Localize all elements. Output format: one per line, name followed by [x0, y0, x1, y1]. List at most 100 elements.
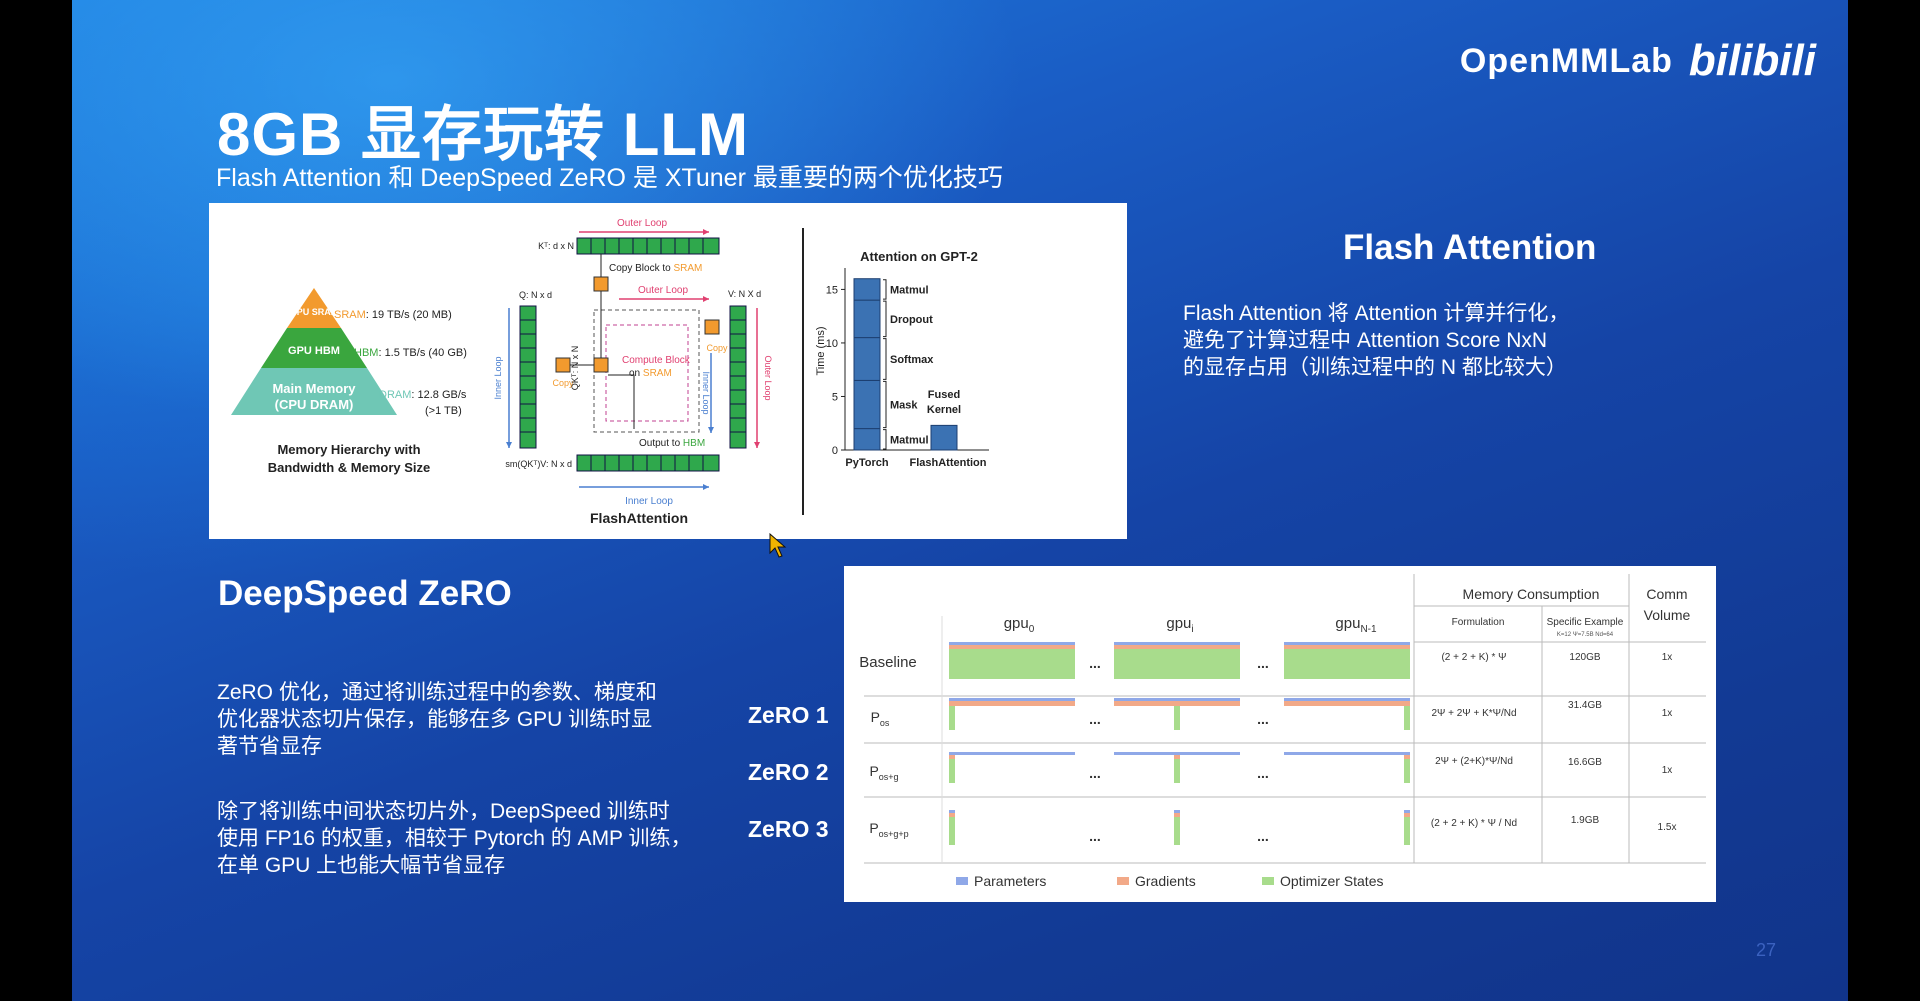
row-baseline-label: Baseline [859, 654, 917, 671]
hbm-bandwidth-label: HBM: 1.5 TB/s (40 GB) [354, 347, 467, 359]
bar-segment [853, 428, 881, 451]
x-category-label: PyTorch [845, 457, 888, 469]
inner-loop-bottom-label: Inner Loop [625, 496, 673, 507]
bar-segment [853, 278, 881, 301]
segment-label: Matmul [890, 284, 929, 296]
y-tick-label: 15 [826, 284, 838, 296]
bar-segment [853, 337, 881, 381]
row-pos-label: Pos [871, 709, 890, 728]
flashattention-tiling-diagram: Outer Loop Kᵀ: d x N Copy Block to SRAM … [493, 218, 773, 526]
ellipsis: ... [1257, 655, 1269, 671]
mouse-cursor-icon [769, 533, 787, 558]
output-to-hbm-label: Output to HBM [639, 438, 705, 449]
flash-attention-figure: GPU SRAM GPU HBM Main Memory (CPU DRAM) … [209, 203, 1127, 539]
deepspeed-paragraph-2: 除了将训练中间状态切片外，DeepSpeed 训练时 使用 FP16 的权重，相… [217, 798, 692, 879]
kt-matrix [576, 237, 720, 255]
specific-example-params: K=12 Ψ=7.5B Nd=64 [1557, 632, 1614, 638]
ellipsis: ... [1257, 765, 1269, 781]
bar-segment [853, 299, 881, 339]
q-matrix-label: Q: N x d [519, 290, 552, 300]
output-matrix [576, 454, 720, 472]
segment-bracket [883, 429, 887, 450]
baseline-comm: 1x [1662, 652, 1673, 663]
segment-label: Matmul [890, 434, 929, 446]
inner-loop-left-label: Inner Loop [493, 356, 503, 399]
ellipsis: ... [1089, 828, 1101, 844]
fused-label-1: Fused [928, 389, 960, 401]
hierarchy-caption-2: Bandwidth & Memory Size [268, 460, 431, 475]
flash-attention-heading: Flash Attention [1343, 228, 1597, 267]
pos-bars [949, 698, 1410, 730]
deepspeed-paragraph-1: ZeRO 优化，通过将训练过程中的参数、梯度和 优化器状态切片保存，能够在多 G… [217, 679, 657, 760]
baseline-bars [949, 642, 1410, 679]
ellipsis: ... [1089, 765, 1101, 781]
legend-gradients: Gradients [1135, 873, 1196, 889]
fa-desc-line-3: 的显存占用（训练过程中的 N 都比较大） [1183, 356, 1567, 379]
comm-volume-header-1: Comm [1646, 586, 1687, 602]
ellipsis: ... [1089, 655, 1101, 671]
posgp-comm: 1.5x [1658, 822, 1677, 833]
ellipsis: ... [1089, 711, 1101, 727]
bilibili-logo: bilibili [1688, 36, 1816, 85]
v-copy-label: Copy [706, 343, 728, 353]
specific-example-header: Specific Example [1547, 617, 1624, 628]
v-matrix-label: V: N X d [728, 289, 761, 299]
kt-block-sram [593, 276, 609, 292]
posg-bars [949, 752, 1410, 783]
segment-bracket [883, 380, 887, 429]
baseline-example: 120GB [1569, 652, 1600, 663]
segment-bracket [883, 279, 887, 300]
flash-attention-description: Flash Attention 将 Attention 计算并行化， 避免了计算… [1183, 300, 1653, 381]
legend-gradients-swatch [1117, 877, 1129, 885]
zero-stage-2-label: ZeRO 2 [748, 759, 829, 785]
attention-gpt2-chart: Attention on GPT-2 Time (ms) 051015Matmu… [815, 249, 989, 469]
segment-bracket [883, 300, 887, 338]
posgp-bars [949, 810, 1410, 845]
pos-example: 31.4GB [1568, 700, 1602, 711]
posg-comm: 1x [1662, 765, 1673, 776]
pyramid-dram-text-2: (CPU DRAM) [275, 397, 354, 412]
chart-title: Attention on GPT-2 [860, 249, 978, 264]
zero-legend: Parameters Gradients Optimizer States [956, 873, 1383, 889]
chart-y-axis-label: Time (ms) [815, 326, 827, 375]
q-copy-label: Copy [552, 378, 574, 388]
on-sram-label: on SRAM [629, 368, 672, 379]
page-number: 27 [1755, 940, 1776, 960]
compute-block-label: Compute Block [622, 355, 691, 366]
q-block-sram [555, 357, 571, 373]
fused-label-2: Kernel [927, 404, 961, 416]
zero-diagram: gpu0 gpui gpuN-1 Memory Consumption Comm… [859, 574, 1706, 889]
hierarchy-caption-1: Memory Hierarchy with [277, 442, 420, 457]
bar-segment [853, 379, 881, 430]
ellipsis: ... [1257, 828, 1269, 844]
y-tick-label: 0 [832, 445, 838, 457]
flashattention-caption: FlashAttention [590, 510, 688, 526]
copy-block-label: Copy Block to SRAM [609, 263, 702, 274]
gpu-n-header: gpuN-1 [1335, 615, 1377, 635]
inner-loop-right-label: Inner Loop [701, 371, 711, 414]
legend-parameters-swatch [956, 877, 968, 885]
posgp-formula: (2 + 2 + K) * Ψ / Nd [1431, 818, 1517, 829]
posg-formula: 2Ψ + (2+K)*Ψ/Nd [1435, 756, 1513, 767]
pyramid-sram-tier [287, 288, 341, 328]
brand-logos: OpenMMLab bilibili [1460, 36, 1816, 86]
outer-loop-side-label: Outer Loop [763, 355, 773, 400]
dram-bandwidth-label: DRAM: 12.8 GB/s [379, 389, 467, 401]
slide-title: 8GB 显存玩转 LLM [217, 101, 749, 168]
zero-memory-table: gpu0 gpui gpuN-1 Memory Consumption Comm… [844, 566, 1716, 902]
ds-p2-line-3: 在单 GPU 上也能大幅节省显存 [217, 854, 506, 877]
segment-bracket [883, 338, 887, 380]
x-category-label: FlashAttention [910, 457, 987, 469]
legend-parameters: Parameters [974, 873, 1046, 889]
ds-p1-line-3: 著节省显存 [217, 735, 322, 758]
ds-p1-line-1: ZeRO 优化，通过将训练过程中的参数、梯度和 [217, 681, 657, 704]
q-matrix [519, 305, 537, 449]
pos-comm: 1x [1662, 708, 1673, 719]
memory-consumption-header: Memory Consumption [1463, 586, 1600, 602]
sram-bandwidth-label: SRAM: 19 TB/s (20 MB) [334, 309, 452, 321]
legend-optimizer-states: Optimizer States [1280, 873, 1383, 889]
pyramid-sram-text: GPU SRAM [290, 307, 339, 317]
formulation-header: Formulation [1452, 617, 1505, 628]
deepspeed-heading: DeepSpeed ZeRO [218, 574, 512, 613]
gpu-0-header: gpu0 [1004, 615, 1035, 635]
